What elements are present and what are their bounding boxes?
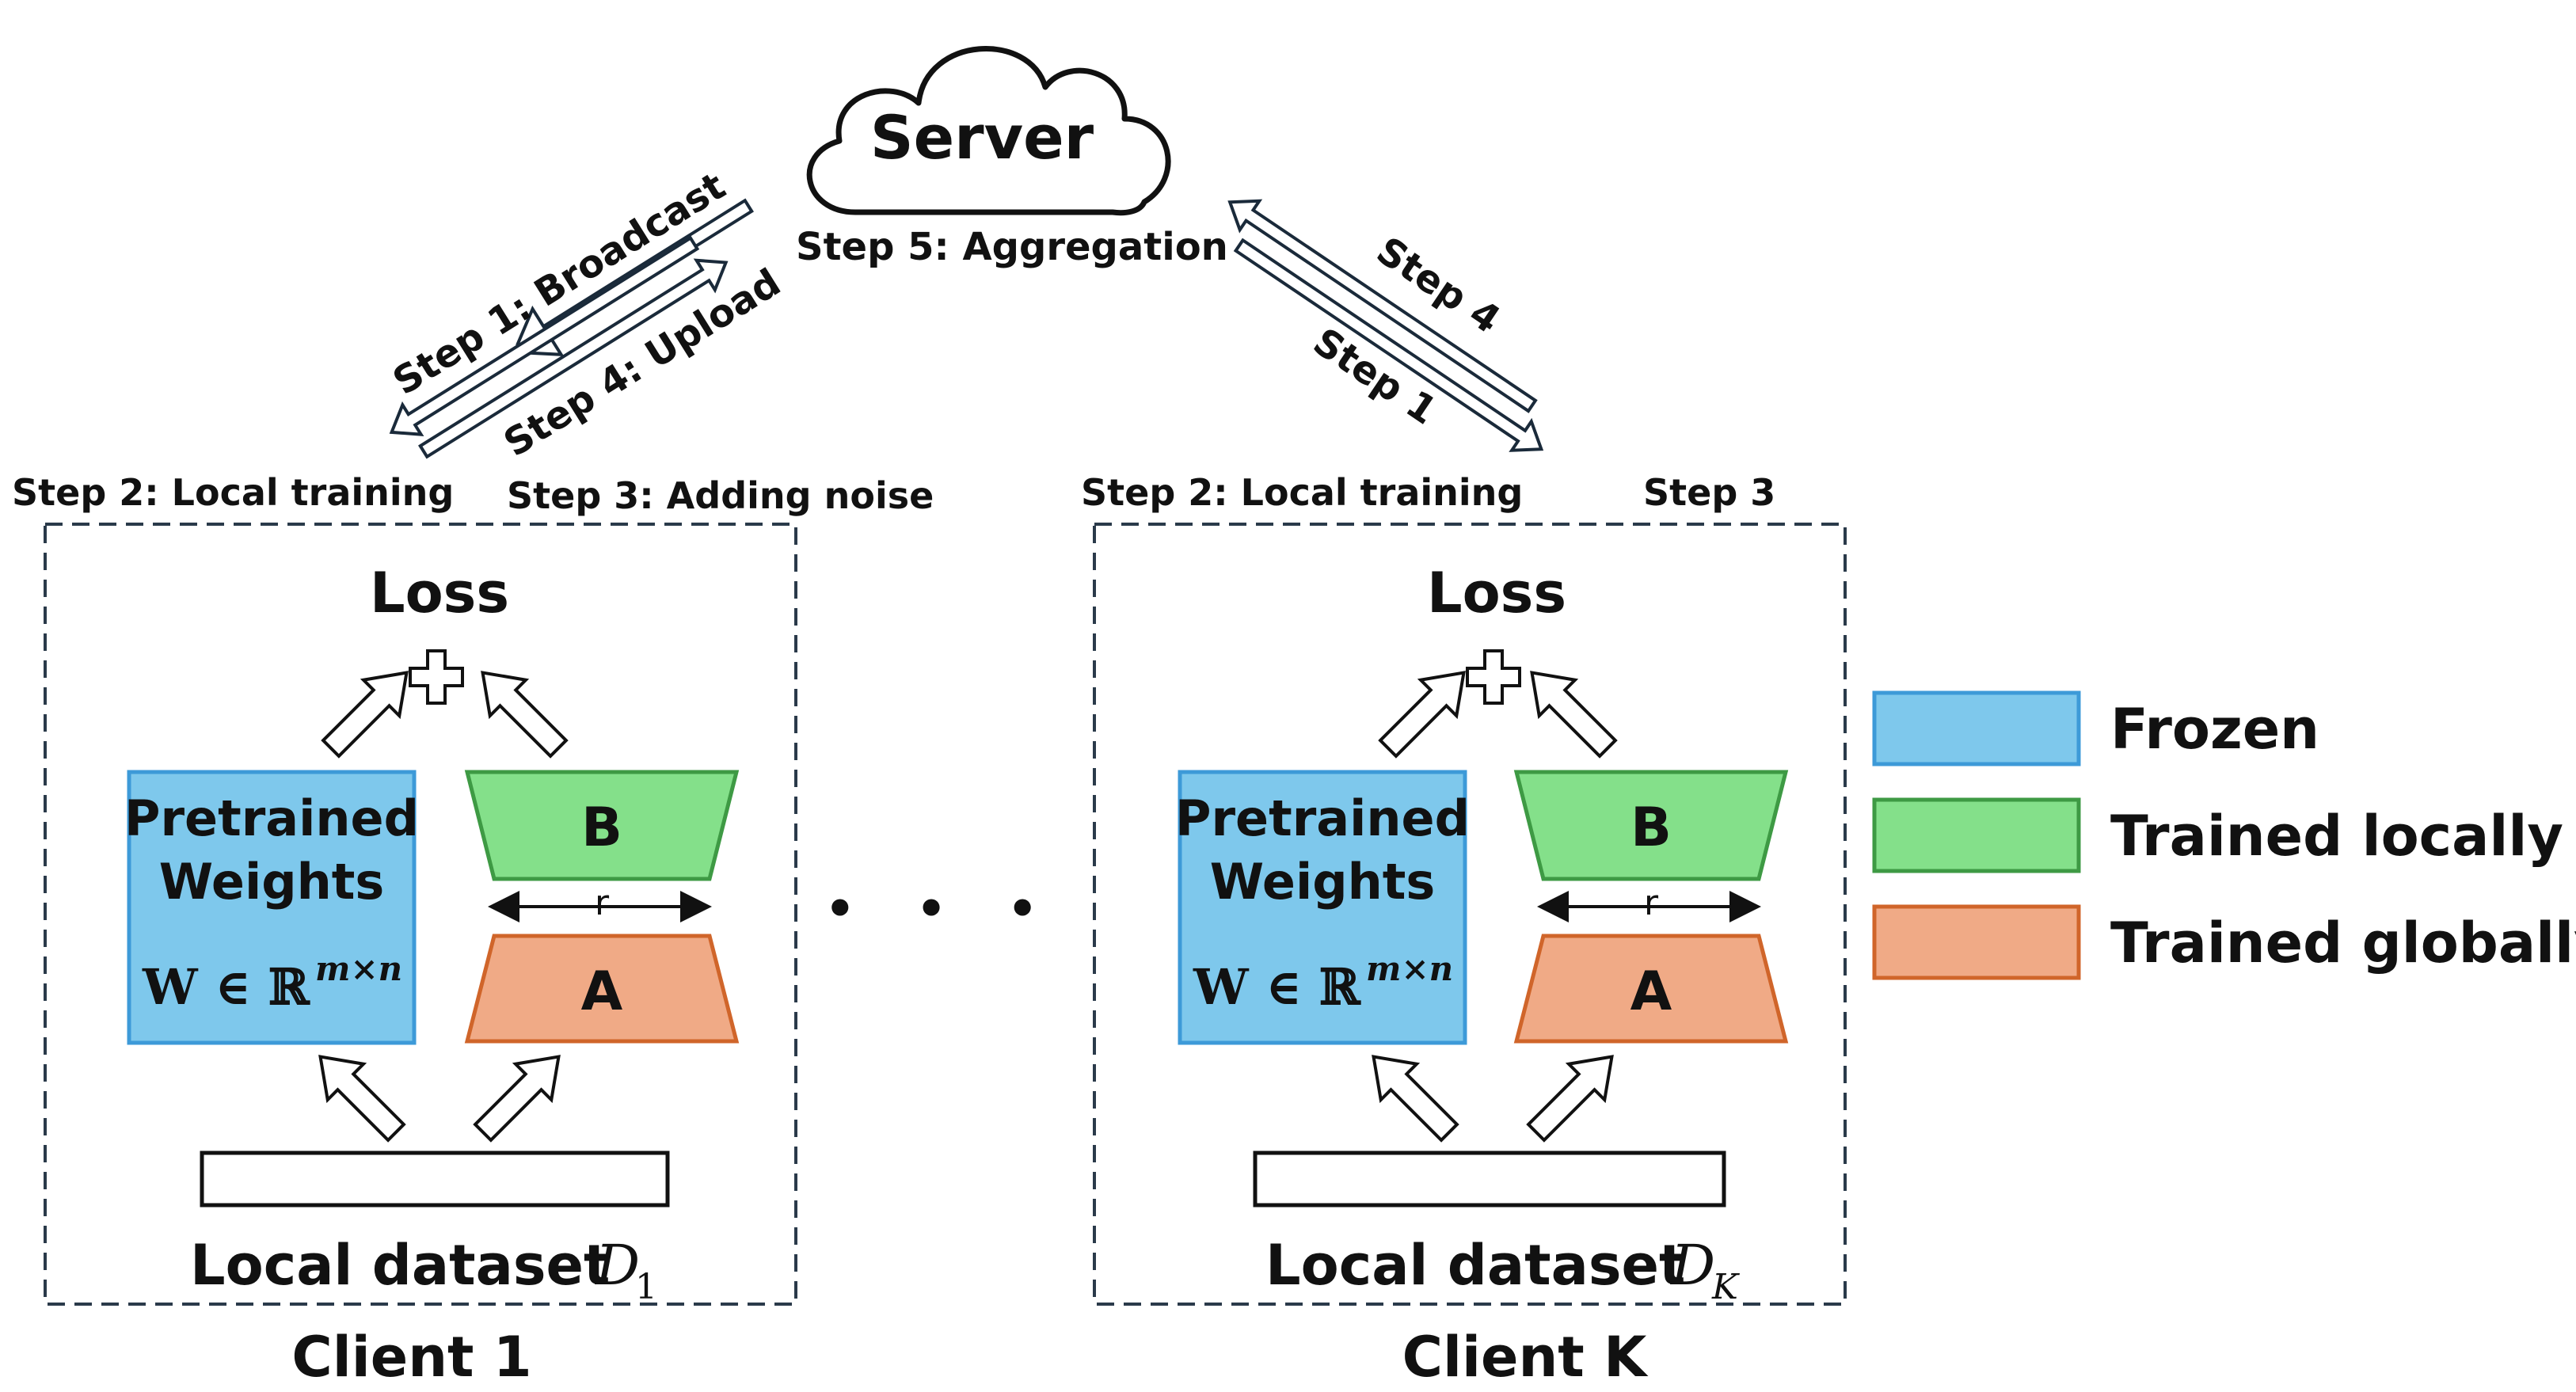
- clientk-b-matrix-block: [1513, 770, 1789, 881]
- legend-label-trained-globally: Trained globally: [2110, 911, 2576, 976]
- clientk-arrow-data-to-a-icon: [1526, 1055, 1614, 1143]
- legend: Frozen Trained locally Trained globally: [1872, 690, 2576, 980]
- upload-arrow-client1: [418, 258, 729, 459]
- clientk-step2-label: Step 2: Local training: [1081, 471, 1523, 514]
- client1-a-matrix-block: [464, 934, 740, 1044]
- clientk-a-matrix-block: [1513, 934, 1789, 1044]
- clientk-dataset-symbol: D: [1669, 1233, 1715, 1298]
- clientk-dataset-label: Local dataset: [1265, 1233, 1685, 1298]
- client1-b-matrix-block: [464, 770, 740, 881]
- broadcast-arrow-clientk: [1233, 238, 1544, 452]
- client1-pretrained-line1: Pretrained: [124, 789, 419, 847]
- clientk-pretrained-line1: Pretrained: [1175, 789, 1470, 847]
- clientk-a-label: A: [1630, 960, 1672, 1023]
- clientk-arrow-up-right-icon: [1530, 671, 1618, 759]
- client1-dataset-bar: [200, 1150, 670, 1208]
- client1-dataset-subscript: 1: [635, 1267, 657, 1307]
- client-k: Step 2: Local training Step 3 Loss Pretr…: [1081, 471, 1847, 1390]
- client1-step3-label: Step 3: Adding noise: [507, 474, 934, 517]
- clientk-arrow-data-to-weights-icon: [1372, 1055, 1459, 1143]
- client1-arrow-data-to-a-icon: [473, 1055, 561, 1143]
- client1-dataset-label: Local dataset: [190, 1233, 610, 1298]
- upload-arrow-clientk: [1227, 199, 1538, 413]
- server-cloud: Server: [806, 46, 1171, 216]
- client1-b-label: B: [581, 797, 622, 859]
- client1-rank-label: r: [595, 883, 610, 923]
- legend-label-trained-locally: Trained locally: [2110, 804, 2563, 869]
- clientk-pretrained-line2: Weights: [1210, 853, 1436, 911]
- client1-arrow-up-left-icon: [321, 671, 409, 759]
- clientk-pretrained-weights-block: [1178, 770, 1467, 1045]
- legend-swatch-trained-locally: [1872, 797, 2081, 873]
- clientk-weight-formula: W ∈ ℝ: [1193, 958, 1361, 1016]
- clientk-arrow-up-left-icon: [1378, 671, 1466, 759]
- client1-loss-label: Loss: [370, 561, 509, 626]
- broadcast-arrow-client1-main: [389, 235, 700, 436]
- clientk-dataset-bar: [1253, 1150, 1726, 1208]
- step5-aggregation-label: Step 5: Aggregation: [796, 225, 1228, 269]
- clientk-b-label: B: [1630, 797, 1672, 859]
- client1-arrow-data-to-weights-icon: [318, 1055, 406, 1143]
- client1-step2-label: Step 2: Local training: [12, 471, 454, 514]
- legend-label-frozen: Frozen: [2110, 697, 2319, 762]
- legend-swatch-trained-globally: [1872, 904, 2081, 980]
- client1-dataset-symbol: D: [594, 1233, 640, 1298]
- clientk-loss-label: Loss: [1427, 561, 1566, 626]
- step4-short-label: Step 4: [1368, 229, 1508, 343]
- client-1: Step 2: Local training Step 3: Adding no…: [12, 471, 934, 1390]
- clients-ellipsis: • • •: [825, 881, 1060, 937]
- client1-weight-exponent: m×n: [315, 949, 402, 988]
- client1-plus-icon: [409, 649, 464, 705]
- clientk-plus-icon: [1466, 649, 1521, 705]
- client1-label: Client 1: [291, 1325, 531, 1390]
- client1-a-label: A: [581, 960, 623, 1023]
- clientk-boundary: [1093, 523, 1847, 1306]
- legend-swatch-frozen: [1872, 690, 2081, 766]
- client1-arrow-up-right-icon: [481, 671, 569, 759]
- clientk-rank-label: r: [1644, 883, 1659, 923]
- client1-pretrained-line2: Weights: [159, 853, 385, 911]
- clientk-step3-label: Step 3: [1643, 471, 1775, 514]
- client1-pretrained-weights-block: [127, 770, 417, 1045]
- clientk-label: Client K: [1402, 1325, 1649, 1390]
- clientk-weight-exponent: m×n: [1366, 949, 1453, 988]
- server-label: Server: [870, 102, 1094, 173]
- client1-boundary: [44, 523, 797, 1306]
- client1-weight-formula: W ∈ ℝ: [142, 958, 310, 1016]
- clientk-dataset-subscript: K: [1711, 1267, 1740, 1307]
